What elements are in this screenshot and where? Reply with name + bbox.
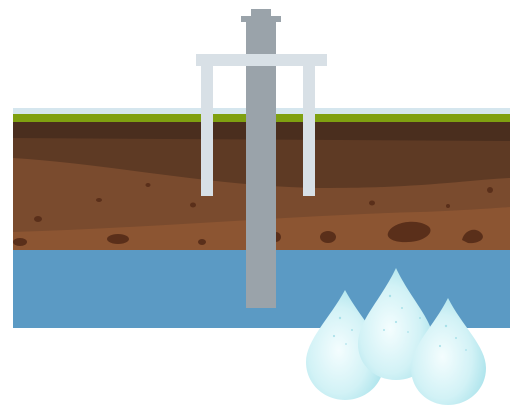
well-pump-icon — [196, 9, 327, 308]
soil-pebbles — [13, 183, 493, 246]
water-drop-icon — [306, 268, 486, 405]
